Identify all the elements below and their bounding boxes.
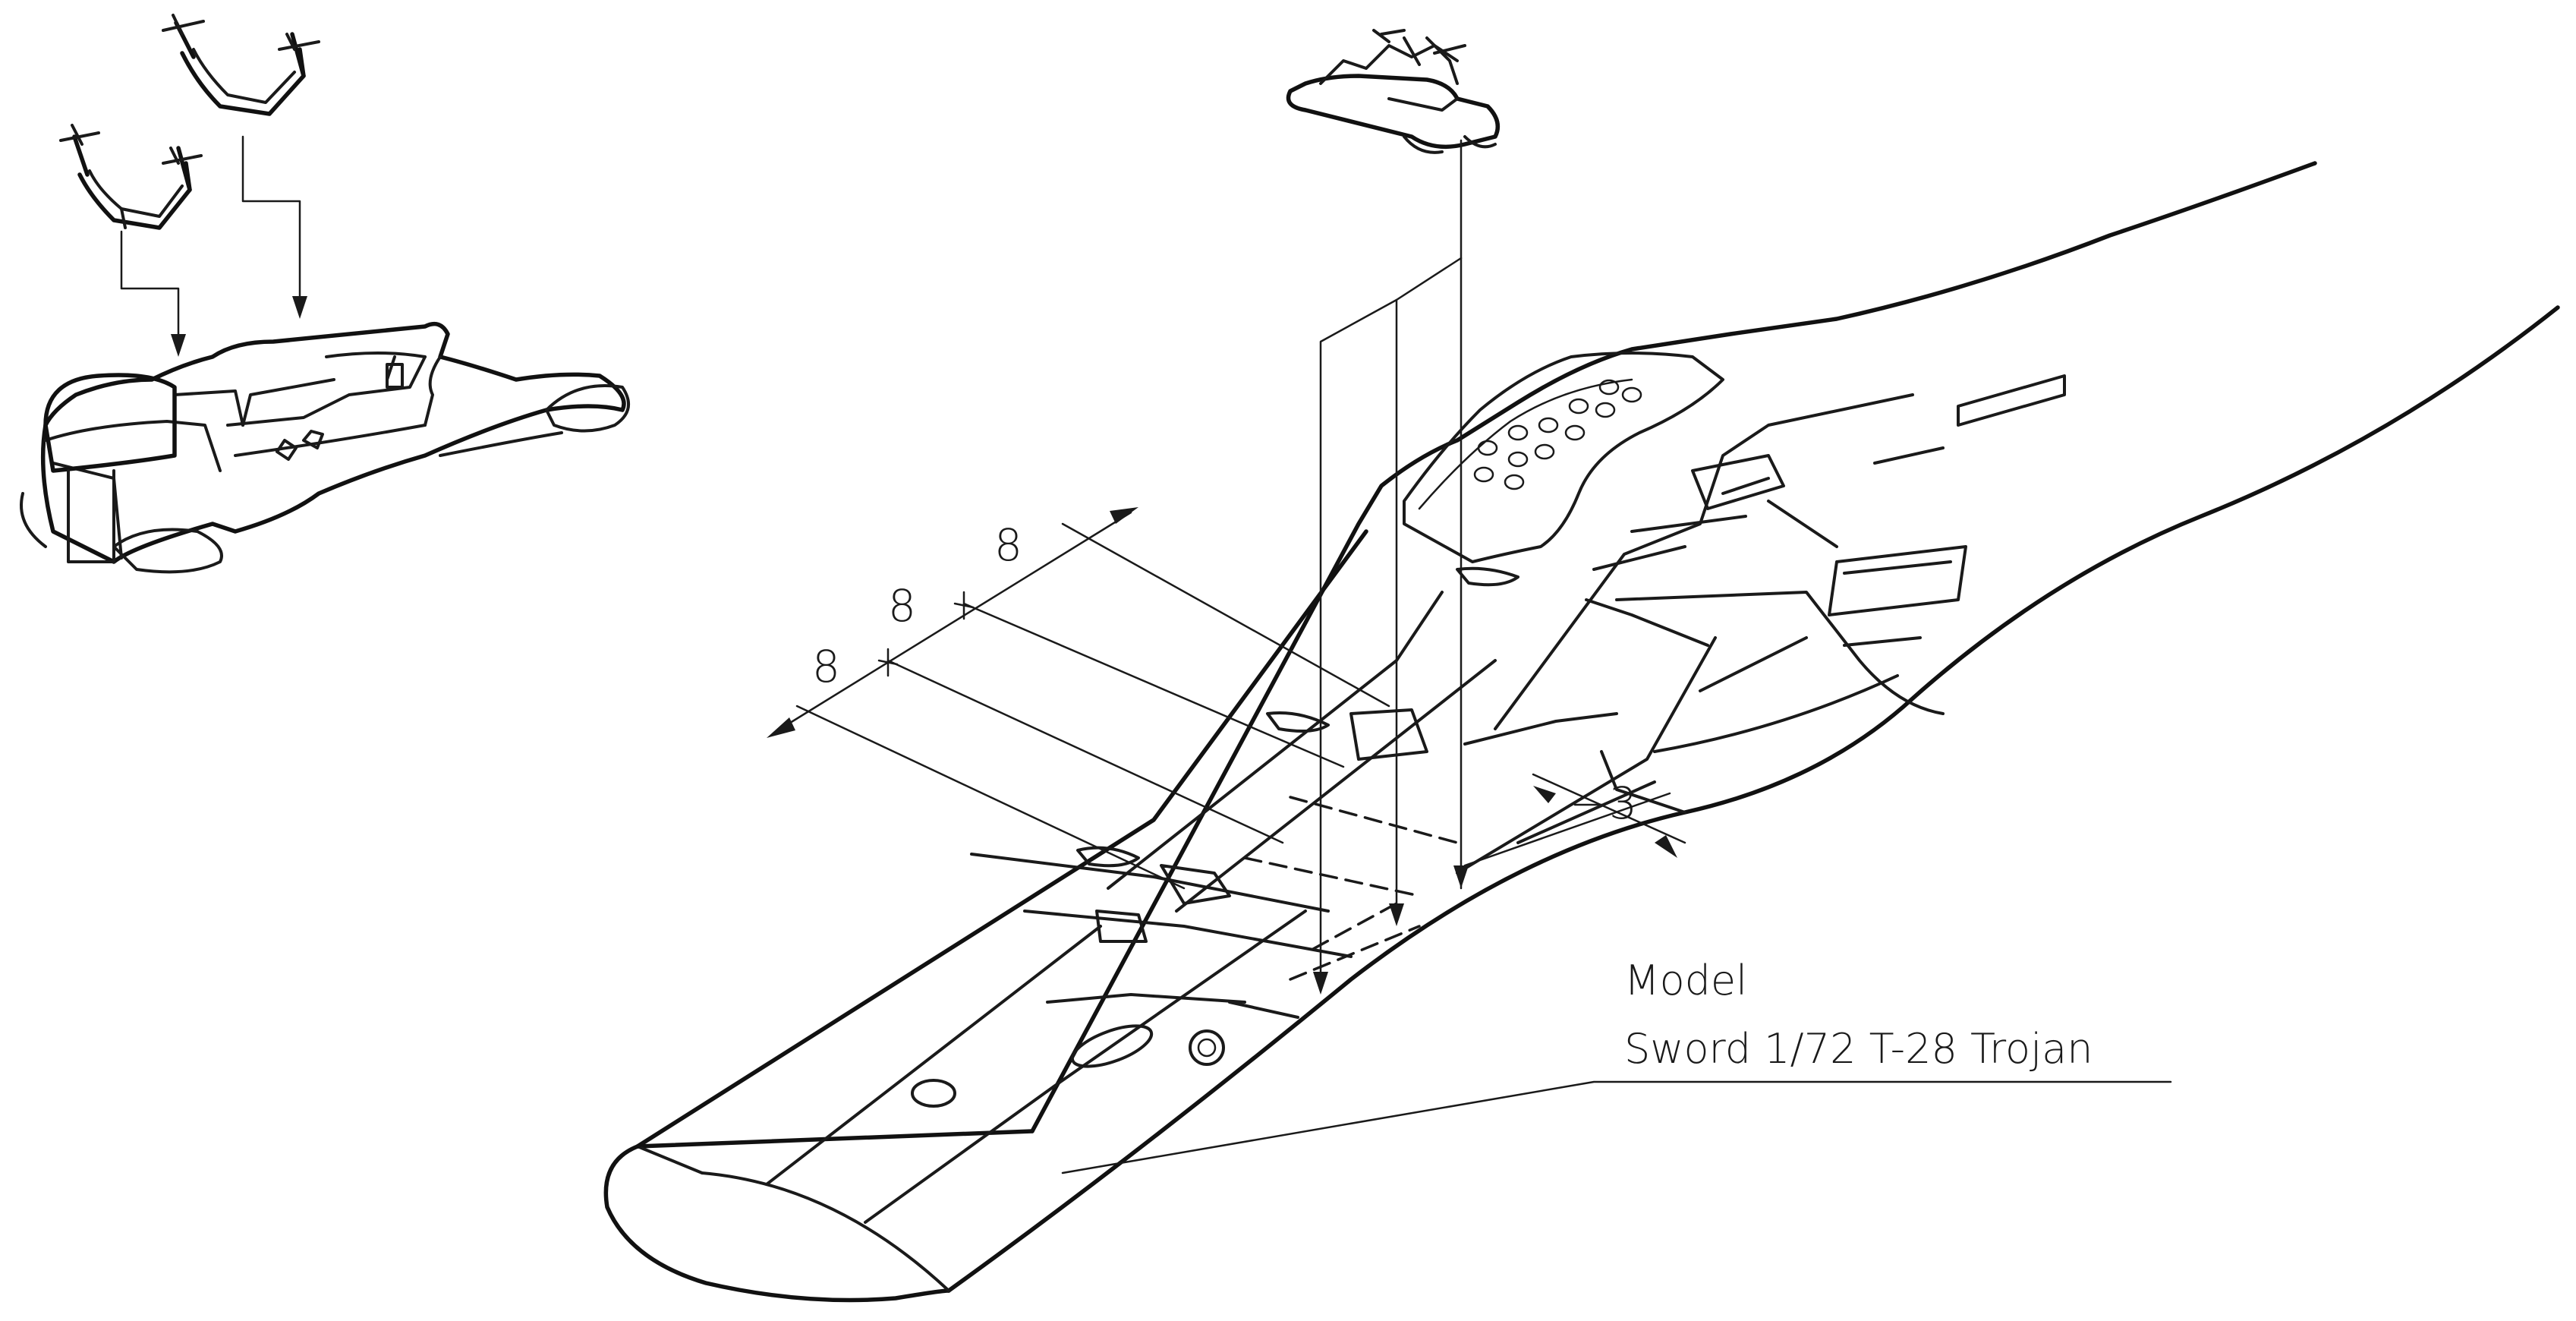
offset-label: 3: [1609, 777, 1637, 829]
wing: [603, 161, 2560, 1303]
leader-lines-left: [120, 135, 307, 357]
vent-holes: [1473, 379, 1642, 490]
dimension-label-middle: 8: [888, 580, 916, 632]
caption-leader: [1061, 1080, 2172, 1174]
install-dash-lines: [1243, 796, 1459, 981]
bracket-parts: [59, 14, 320, 230]
dimension-lines: [767, 507, 1390, 890]
leader-lines-center: [1313, 139, 1469, 995]
caption-model-label: Model: [1624, 957, 1747, 1004]
vent-panel: [1403, 352, 1724, 563]
offset-dimension: [1463, 773, 1686, 867]
rack-part: [1286, 29, 1501, 154]
wing-slots: [911, 566, 1519, 1108]
dimension-label-bottom: 8: [812, 641, 840, 692]
caption-kit-name: Sword 1/72 T-28 Trojan: [1624, 1025, 2093, 1073]
pylon-assembly: [20, 321, 630, 574]
dimension-label-top: 8: [994, 519, 1022, 571]
